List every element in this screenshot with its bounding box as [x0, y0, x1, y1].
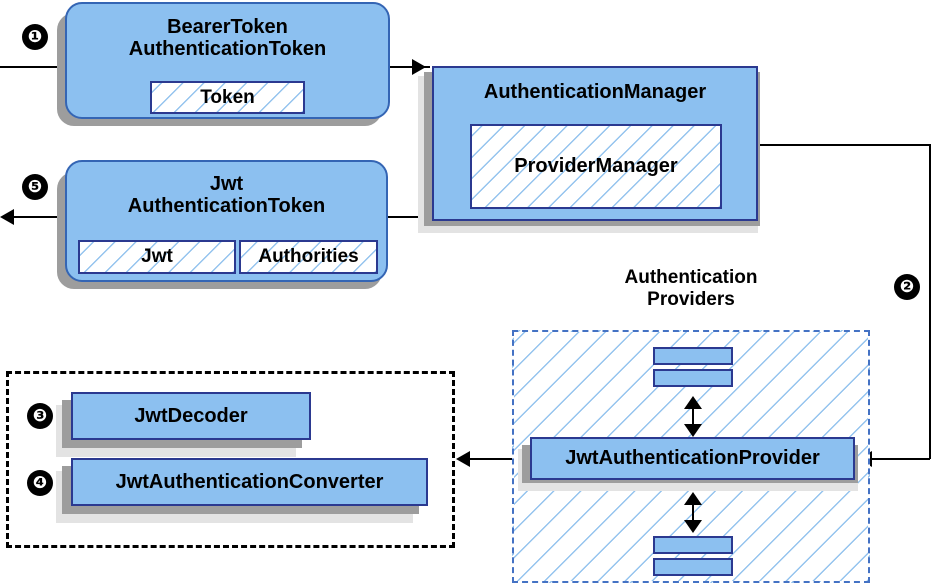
node-bearer-token-authentication-token[interactable]: BearerToken AuthenticationToken Token	[65, 2, 390, 119]
connector-request-in	[0, 66, 70, 68]
jwt-label: Jwt	[141, 246, 173, 268]
connector-provider-link-bottom	[692, 495, 694, 525]
bearer-token-label: BearerToken AuthenticationToken	[128, 15, 327, 60]
provider-stub-bottom-2[interactable]	[653, 558, 733, 576]
step-marker-2: ❷	[894, 274, 920, 300]
arrowhead-provider-link-bottom-down	[684, 520, 702, 533]
node-jwt-authentication-token[interactable]: Jwt AuthenticationToken Jwt Authorities	[65, 160, 388, 282]
token-label: Token	[200, 86, 255, 108]
connector-provider-to-jwt-support	[470, 458, 522, 460]
node-jwt-decoder[interactable]: JwtDecoder	[71, 392, 311, 440]
jwt-authentication-provider-label: JwtAuthenticationProvider	[565, 447, 820, 470]
provider-stub-top-2[interactable]	[653, 369, 733, 387]
jwt-decoder-label: JwtDecoder	[134, 404, 248, 427]
connector-manager-to-providers-v	[929, 144, 931, 459]
jwt-authentication-token-label: Jwt AuthenticationToken	[127, 172, 326, 217]
node-jwt-authentication-provider[interactable]: JwtAuthenticationProvider	[530, 437, 855, 480]
authentication-providers-title: Authentication Providers	[624, 267, 758, 311]
node-authorities-inner[interactable]: Authorities	[239, 240, 378, 274]
connector-provider-link-top	[692, 399, 694, 429]
connector-manager-to-jwttoken	[388, 216, 432, 218]
node-jwt-authentication-converter[interactable]: JwtAuthenticationConverter	[71, 458, 428, 506]
authentication-manager-label: AuthenticationManager	[483, 80, 707, 103]
connector-response-out	[14, 216, 70, 218]
step-marker-4: ❹	[27, 470, 53, 496]
step-marker-1: ❶	[22, 24, 48, 50]
provider-stub-top-1[interactable]	[653, 347, 733, 365]
provider-stub-bottom-1[interactable]	[653, 536, 733, 554]
arrowhead-to-jwt-support	[456, 451, 470, 467]
node-token-inner[interactable]: Token	[150, 81, 305, 114]
step-marker-5: ❺	[22, 174, 48, 200]
node-authentication-manager[interactable]: AuthenticationManager ProviderManager	[432, 66, 758, 221]
arrowhead-provider-link-top-down	[684, 424, 702, 437]
connector-bearertoken-to-manager	[388, 66, 430, 68]
step-marker-3: ❸	[27, 403, 53, 429]
connector-manager-to-providers-h2	[872, 458, 930, 460]
connector-manager-to-providers-h1	[758, 144, 930, 146]
provider-manager-label: ProviderManager	[514, 155, 678, 178]
jwt-authentication-converter-label: JwtAuthenticationConverter	[115, 470, 384, 493]
node-jwt-inner[interactable]: Jwt	[78, 240, 236, 274]
authorities-label: Authorities	[258, 246, 359, 268]
node-provider-manager-inner[interactable]: ProviderManager	[470, 124, 722, 209]
arrowhead-response-out	[0, 209, 14, 225]
arrowhead-to-manager	[412, 59, 426, 75]
